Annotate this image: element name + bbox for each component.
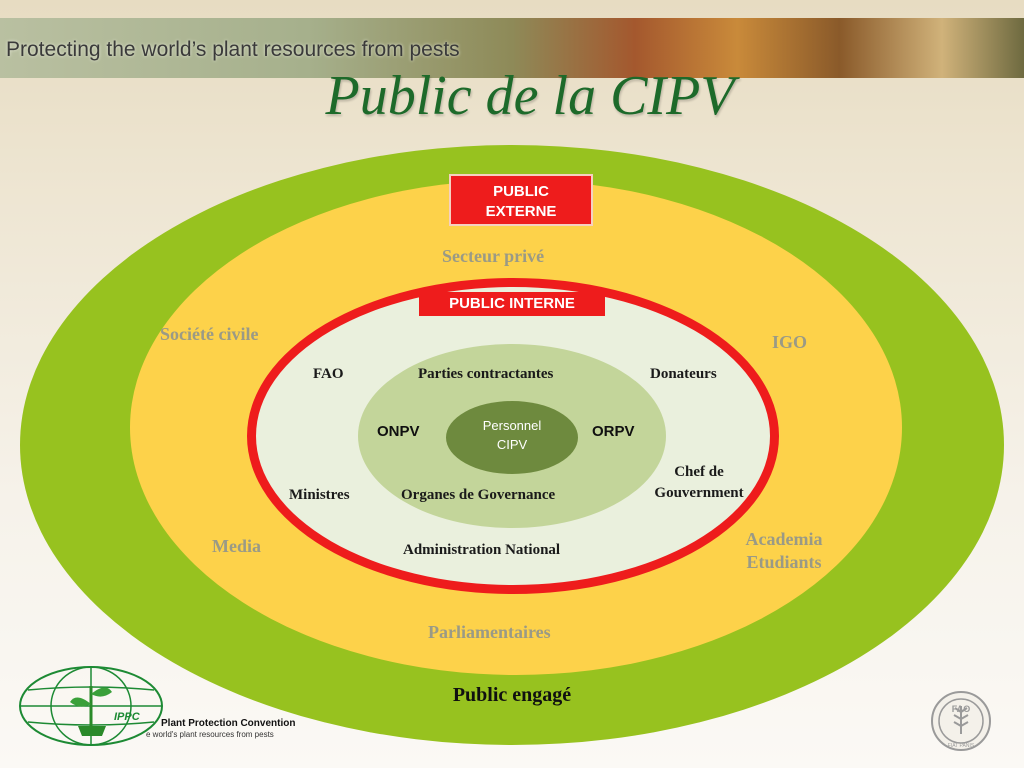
ippc-tagline: e world's plant resources from pests bbox=[146, 730, 274, 739]
engaged-public-label: Public engagé bbox=[452, 684, 572, 706]
contracting-parties-label: Parties contractantes bbox=[418, 366, 554, 382]
fao-motto: FIAT PANIS bbox=[948, 743, 975, 749]
fao-label: FAO bbox=[313, 366, 344, 382]
fao-logo: FAO FIAT PANIS bbox=[930, 690, 992, 752]
ippc-acronym: IPPC bbox=[114, 711, 141, 723]
civil-society-label: Société civile bbox=[160, 324, 259, 344]
academia-label: Academia Etudiants bbox=[745, 529, 823, 572]
page-title: Public de la CIPV bbox=[325, 65, 735, 127]
internal-public-badge: PUBLIC INTERNE bbox=[419, 292, 605, 316]
ippc-name: Plant Protection Convention bbox=[161, 718, 295, 729]
core-staff-label: Personnel CIPV bbox=[482, 418, 542, 452]
igo-label: IGO bbox=[772, 332, 808, 352]
head-of-government-label: Chef de Gouvernment bbox=[654, 464, 744, 501]
parliamentarians-label: Parliamentaires bbox=[428, 622, 551, 642]
donors-label: Donateurs bbox=[650, 366, 717, 382]
core-staff-ellipse bbox=[446, 401, 578, 474]
external-public-badge: PUBLIC EXTERNE bbox=[449, 174, 593, 226]
ministers-label: Ministres bbox=[289, 487, 350, 503]
header-banner: Protecting the world’s plant resources f… bbox=[0, 18, 1024, 78]
ippc-logo: IPPC Plant Protection Convention e world… bbox=[18, 664, 298, 748]
private-sector-label: Secteur privé bbox=[442, 246, 545, 266]
media-label: Media bbox=[212, 536, 261, 556]
governance-bodies-label: Organes de Governance bbox=[401, 487, 556, 503]
national-administration-label: Administration National bbox=[403, 542, 561, 558]
onpv-label: ONPV bbox=[377, 423, 420, 440]
fao-acronym: FAO bbox=[952, 704, 971, 714]
orpv-label: ORPV bbox=[592, 423, 635, 440]
banner-text: Protecting the world’s plant resources f… bbox=[6, 38, 460, 61]
